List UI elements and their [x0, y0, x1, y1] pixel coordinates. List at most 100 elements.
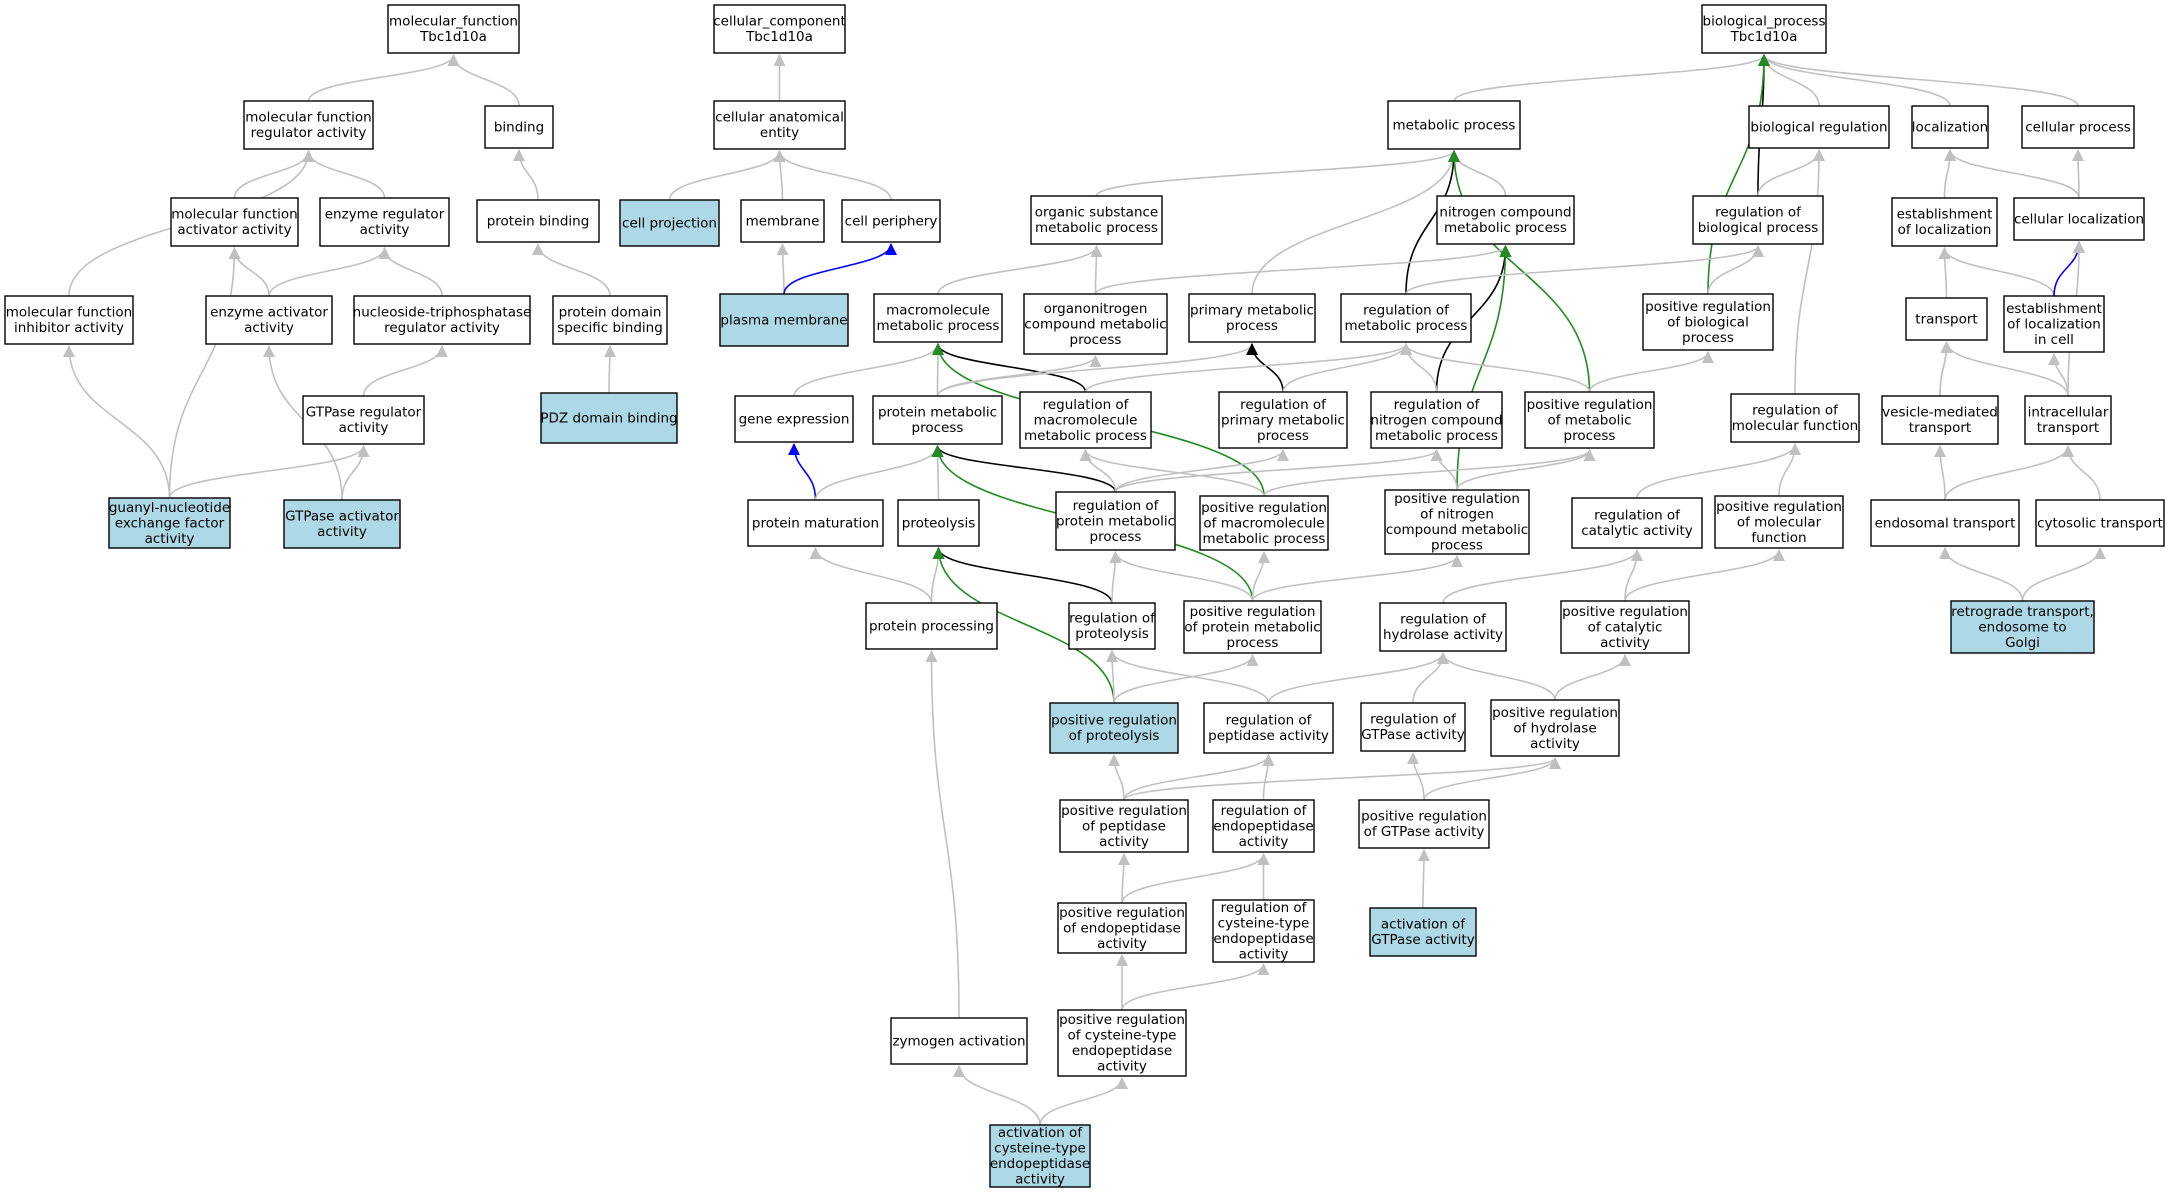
node-box — [713, 4, 846, 54]
go-term-node[interactable]: protein binding — [476, 199, 600, 243]
edge-positively-regulates — [1707, 54, 1770, 295]
go-term-node[interactable]: transport — [1905, 297, 1988, 341]
edge-line — [1090, 245, 1103, 295]
go-term-node[interactable]: membrane — [740, 199, 825, 243]
node-label-line: activation of — [1381, 917, 1466, 933]
go-term-node[interactable]: activation ofcysteine-typeendopeptidasea… — [989, 1124, 1091, 1188]
node-label-line: protein binding — [487, 213, 590, 229]
edge-line — [1263, 449, 1596, 497]
go-term-node[interactable]: cellular process — [2021, 105, 2135, 149]
edge-line — [168, 445, 370, 499]
go-term-node[interactable]: protein processing — [865, 602, 998, 650]
go-term-node[interactable]: cellular localization — [2013, 197, 2145, 241]
edge-line — [2021, 547, 2106, 602]
edge-is-a — [1944, 445, 2074, 501]
node-label-line: protein metabolic — [878, 405, 997, 421]
node-label-line: positive regulation — [1492, 705, 1618, 721]
go-term-node[interactable]: plasma membrane — [719, 293, 849, 347]
go-term-node[interactable]: endosomal transport — [1870, 499, 2020, 547]
go-term-node[interactable]: zymogen activation — [890, 1017, 1028, 1065]
edge-is-a — [1262, 754, 1275, 801]
edge-line — [2048, 353, 2069, 397]
node-label-line: retrograde transport, — [1951, 604, 2094, 620]
go-term-node[interactable]: binding — [484, 105, 554, 149]
go-term-node[interactable]: proteolysis — [897, 499, 980, 547]
go-term-node[interactable]: localization — [1911, 105, 1989, 149]
node-box — [1360, 702, 1466, 752]
node-box — [872, 395, 1003, 445]
node-label-line: localization — [1912, 119, 1988, 135]
go-term-node[interactable]: gene expression — [734, 395, 854, 443]
go-term-node[interactable]: biological regulation — [1748, 105, 1890, 149]
go-term-node[interactable]: cytosolic transport — [2035, 499, 2165, 547]
node-box — [484, 105, 554, 149]
go-term-node[interactable]: regulation ofcysteine-typeendopeptidasea… — [1212, 899, 1315, 963]
node-label-line: compound metabolic — [1386, 522, 1528, 538]
node-label-line: proteolysis — [1075, 626, 1149, 642]
go-term-node[interactable]: cell periphery — [841, 199, 941, 243]
edge-line — [1400, 343, 1438, 393]
node-label-line: regulation of — [1363, 303, 1450, 319]
go-term-node[interactable]: PDZ domain binding — [540, 392, 678, 444]
edge-line — [447, 54, 520, 107]
go-term-node[interactable]: protein maturation — [747, 499, 884, 547]
go-term-node[interactable]: metabolic process — [1387, 100, 1521, 150]
go-term-node[interactable]: cell projection — [619, 199, 720, 247]
node-box — [353, 295, 531, 345]
edge-line — [773, 150, 892, 201]
node-label-line: of macromolecule — [1203, 515, 1324, 531]
